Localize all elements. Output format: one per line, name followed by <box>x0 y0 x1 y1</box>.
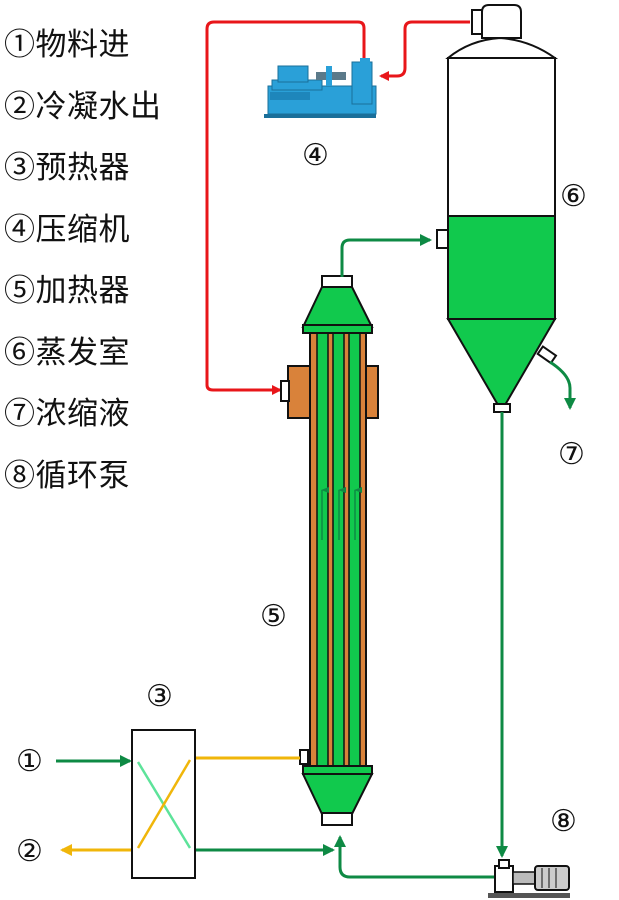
compressor <box>264 58 377 118</box>
label-feed-in: ① <box>16 744 43 779</box>
liquid-line-pump-to-heater <box>334 835 495 879</box>
label-evaporation-chamber: ⑥ <box>560 179 587 214</box>
evaporation-chamber <box>436 4 559 413</box>
liquid-line-concentrate-out <box>549 360 576 410</box>
label-condensate-out: ② <box>16 834 43 869</box>
legend: ①物料进 ②冷凝水出 ③预热器 ④压缩机 ⑤加热器 ⑥蒸发室 ⑦浓缩液 ⑧循环泵 <box>4 30 162 522</box>
legend-item-feed-in: ①物料进 <box>4 27 130 63</box>
label-compressor: ④ <box>302 138 329 173</box>
preheater <box>131 729 196 879</box>
vapor-line-to-compressor <box>379 20 470 81</box>
legend-item-heater: ⑤加热器 <box>4 273 130 309</box>
legend-item-compressor: ④压缩机 <box>4 211 130 248</box>
legend-item-circulation-pump: ⑧循环泵 <box>4 457 130 494</box>
label-circulation-pump: ⑧ <box>550 804 577 839</box>
label-preheater: ③ <box>146 679 173 714</box>
vapor-line-to-heater <box>205 20 366 395</box>
legend-item-concentrate: ⑦浓缩液 <box>4 396 130 432</box>
legend-item-condensate-out: ②冷凝水出 <box>4 88 162 125</box>
liquid-line-heater-to-chamber <box>340 234 432 277</box>
label-heater: ⑤ <box>260 599 287 634</box>
heater <box>280 275 379 826</box>
circulation-pump <box>488 859 570 898</box>
legend-item-preheater: ③预热器 <box>4 150 130 186</box>
legend-item-evaporation-chamber: ⑥蒸发室 <box>4 334 130 371</box>
label-concentrate: ⑦ <box>558 437 585 472</box>
